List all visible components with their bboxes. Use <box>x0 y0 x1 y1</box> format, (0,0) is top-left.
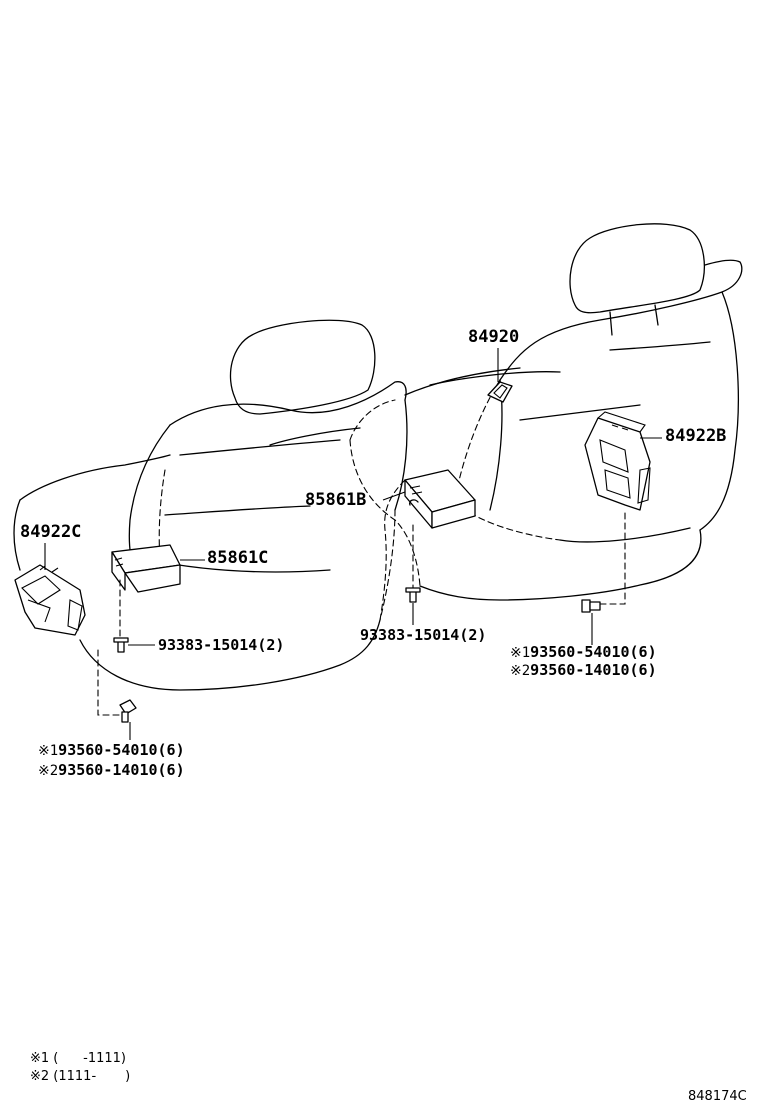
module-85861C <box>111 544 181 593</box>
figure-code: 848174C <box>688 1089 747 1104</box>
leader-lines <box>44 348 662 740</box>
module-85861B <box>404 469 476 529</box>
part-number: 93560-14010(6) <box>58 761 185 779</box>
right-seat <box>349 223 743 601</box>
label-bolt-center: 93383-15014(2) <box>360 626 487 644</box>
part-number: 93560-54010(6) <box>530 643 657 661</box>
label-84920: 84920 <box>468 327 520 347</box>
label-85861C: 85861C <box>207 548 269 568</box>
footnote-1: ※1 ( -1111) <box>30 1051 127 1066</box>
label-84922B: 84922B <box>665 426 727 446</box>
label-84922C: 84922C <box>20 522 82 542</box>
note-mark: ※1 <box>510 645 531 661</box>
label-right-note2: ※293560-14010(6) <box>510 661 657 679</box>
label-bolt-left: 93383-15014(2) <box>158 636 285 654</box>
bolt-shapes <box>113 587 601 723</box>
part-number: 93560-54010(6) <box>58 741 185 759</box>
label-right-note1: ※193560-54010(6) <box>510 643 657 661</box>
label-left-note2: ※293560-14010(6) <box>38 761 185 779</box>
footnote-2: ※2 (1111- ) <box>30 1069 131 1084</box>
switch-84922B <box>584 411 651 511</box>
note-mark: ※2 <box>510 663 531 679</box>
label-85861B: 85861B <box>305 490 367 510</box>
note-mark: ※1 <box>38 743 59 759</box>
switch-84922C <box>14 564 86 636</box>
left-seat <box>13 319 521 691</box>
note-mark: ※2 <box>38 763 59 779</box>
part-number: 93560-14010(6) <box>530 661 657 679</box>
label-left-note1: ※193560-54010(6) <box>38 741 185 759</box>
